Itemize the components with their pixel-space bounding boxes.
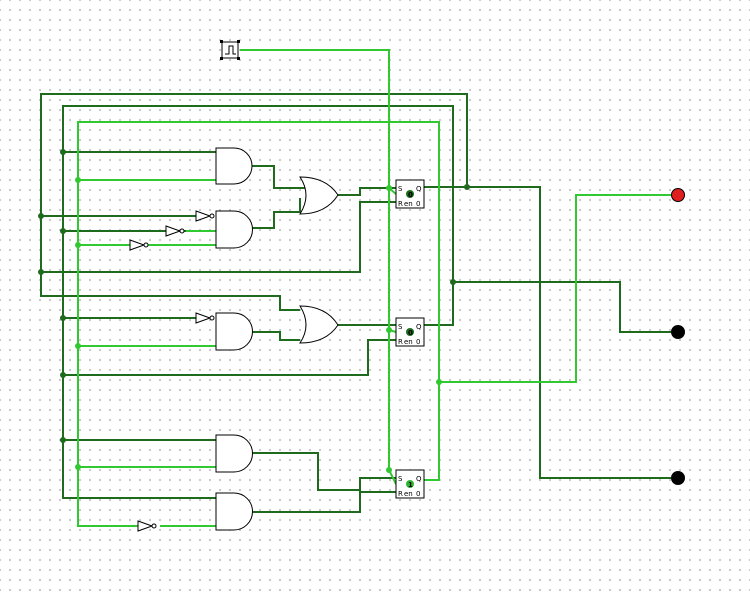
not-gate[interactable]: [195, 210, 215, 222]
ff-en-label: en: [404, 338, 413, 346]
sr-flipflop-3[interactable]: S Q R en 0 1: [395, 469, 425, 499]
and-gate[interactable]: [215, 434, 253, 473]
clock-icon[interactable]: [220, 40, 240, 60]
wires-dark: [40, 93, 678, 513]
ff-en-label: en: [404, 200, 413, 208]
not-gate[interactable]: [129, 239, 149, 251]
ff-s-label: S: [398, 475, 403, 483]
ff-s-label: S: [398, 185, 403, 193]
ff-en-label: en: [404, 490, 413, 498]
and-gate[interactable]: [215, 210, 253, 249]
sr-flipflop-1[interactable]: S Q R en 0 0: [395, 179, 425, 209]
ff-q-label: Q: [416, 185, 422, 193]
ff-q-label: Q: [416, 323, 422, 331]
ff-zero-label: 0: [416, 338, 420, 346]
ff-s-label: S: [398, 323, 403, 331]
junctions: [38, 149, 470, 473]
wires-light: [77, 49, 678, 527]
or-gate[interactable]: [299, 305, 339, 344]
ff-state: 1: [408, 481, 413, 489]
ff-r-label: R: [398, 338, 403, 346]
not-gate[interactable]: [195, 312, 215, 324]
ff-state: 0: [408, 191, 413, 199]
not-gate[interactable]: [165, 225, 185, 237]
output-led-2[interactable]: [671, 325, 685, 339]
ff-r-label: R: [398, 200, 403, 208]
ff-state: 0: [408, 329, 413, 337]
or-gate[interactable]: [299, 176, 339, 215]
not-gate[interactable]: [137, 520, 157, 532]
sr-flipflop-2[interactable]: S Q R en 0 0: [395, 317, 425, 347]
and-gate[interactable]: [215, 492, 253, 531]
ff-q-label: Q: [416, 475, 422, 483]
output-led-1[interactable]: [671, 188, 685, 202]
output-led-3[interactable]: [671, 471, 685, 485]
ff-zero-label: 0: [416, 200, 420, 208]
and-gate[interactable]: [215, 312, 253, 351]
ff-zero-label: 0: [416, 490, 420, 498]
ff-r-label: R: [398, 490, 403, 498]
and-gate[interactable]: [215, 147, 253, 185]
